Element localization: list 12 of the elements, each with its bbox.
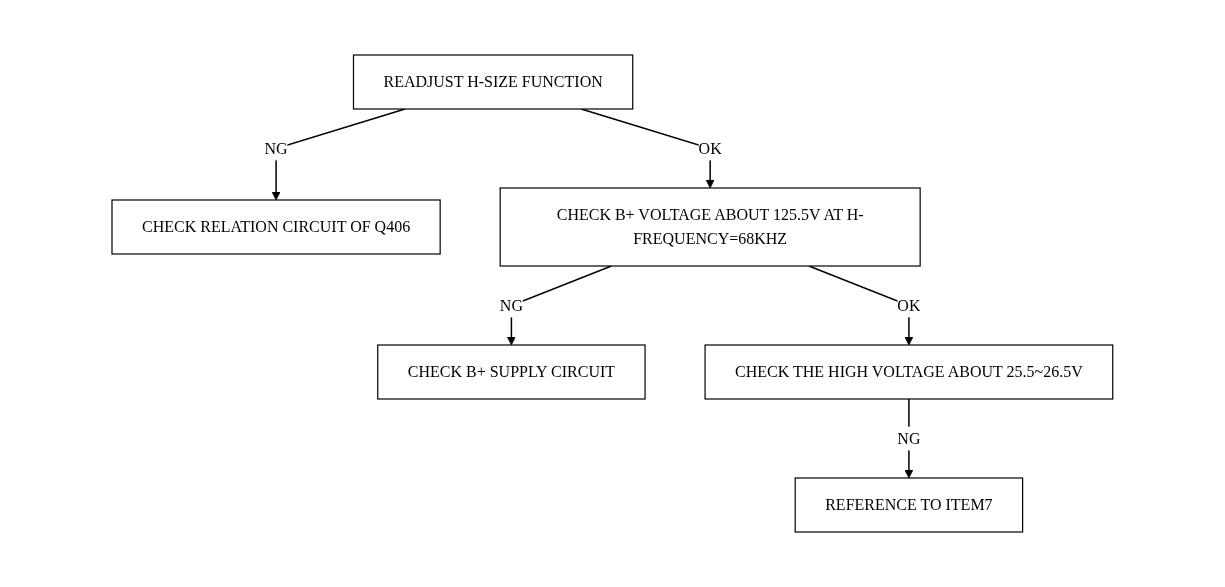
edge-label: NG [264, 139, 288, 157]
edge-label: NG [499, 296, 524, 314]
node-box: REFERENCE TO ITEM7 [794, 477, 1024, 533]
node-box: CHECK RELATION CIRCUIT OF Q406 [111, 199, 441, 255]
arrow [904, 398, 914, 479]
node-box: CHECK B+ SUPPLY CIRCUIT [377, 344, 646, 400]
node-box: READJUST H-SIZE FUNCTION [353, 54, 634, 110]
node-box: CHECK B+ VOLTAGE ABOUT 125.5V AT H-FREQUENCY=68KHZ [499, 187, 921, 267]
edge-label: OK [698, 139, 722, 157]
edge-label: OK [897, 296, 921, 314]
edge-label: NG [897, 429, 921, 447]
node-box: CHECK THE HIGH VOLTAGE ABOUT 25.5~26.5V [704, 344, 1114, 400]
